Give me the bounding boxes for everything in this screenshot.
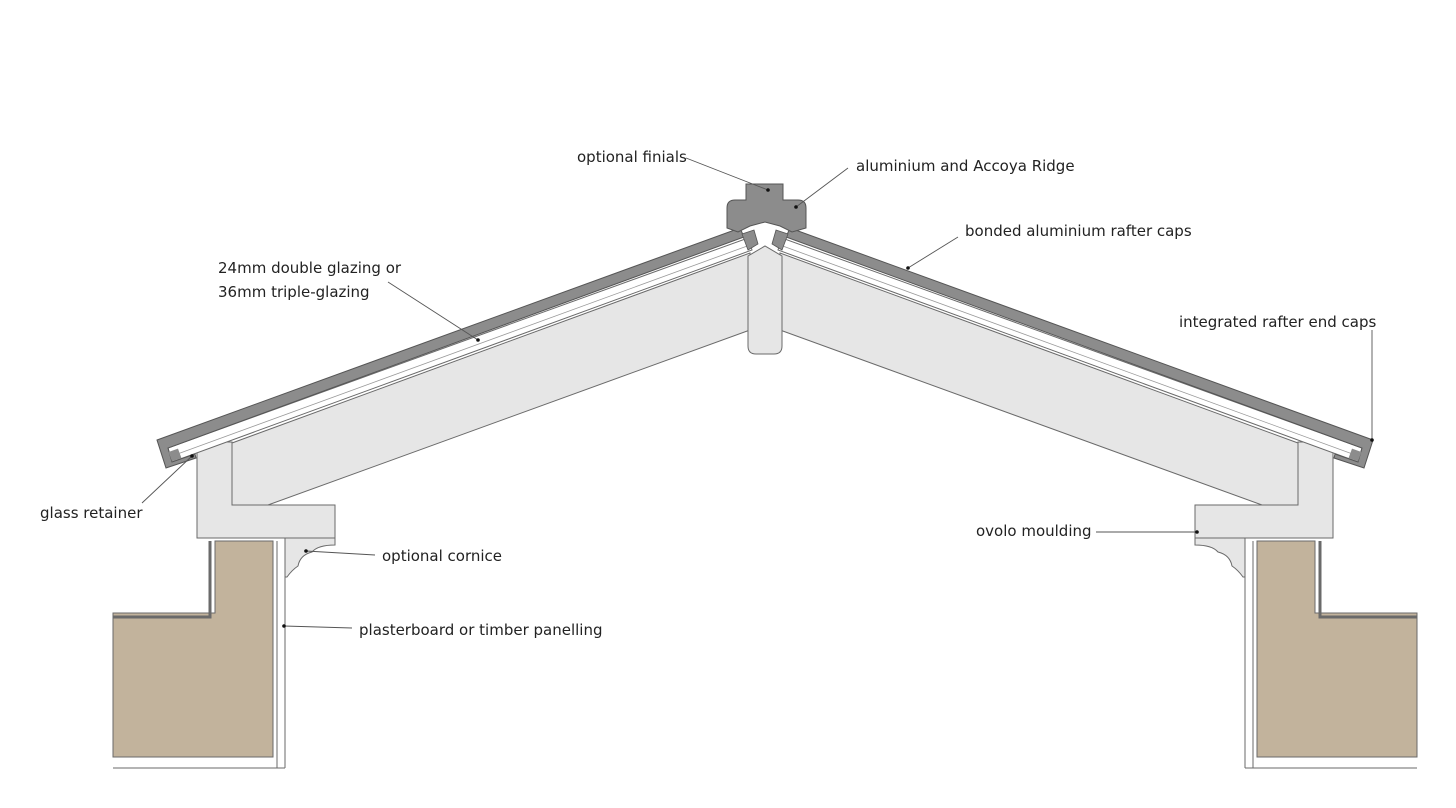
label-optional-finials: optional finials — [577, 148, 687, 166]
label-end-caps: integrated rafter end caps — [1179, 313, 1376, 331]
label-glass-retainer: glass retainer — [40, 504, 143, 522]
label-glazing-line2: 36mm triple-glazing — [218, 283, 370, 301]
label-cornice: optional cornice — [382, 547, 502, 565]
ridge-beam — [747, 245, 783, 355]
leader-lines — [141, 157, 1374, 629]
label-ridge: aluminium and Accoya Ridge — [856, 157, 1075, 175]
left-half-section — [111, 226, 760, 770]
label-glazing-line1: 24mm double glazing or — [218, 259, 402, 277]
label-rafter-caps: bonded aluminium rafter caps — [965, 222, 1192, 240]
label-ovolo: ovolo moulding — [976, 522, 1092, 540]
label-plasterboard: plasterboard or timber panelling — [359, 621, 603, 639]
ridge-finial — [726, 183, 807, 233]
right-half-section — [770, 226, 1419, 770]
